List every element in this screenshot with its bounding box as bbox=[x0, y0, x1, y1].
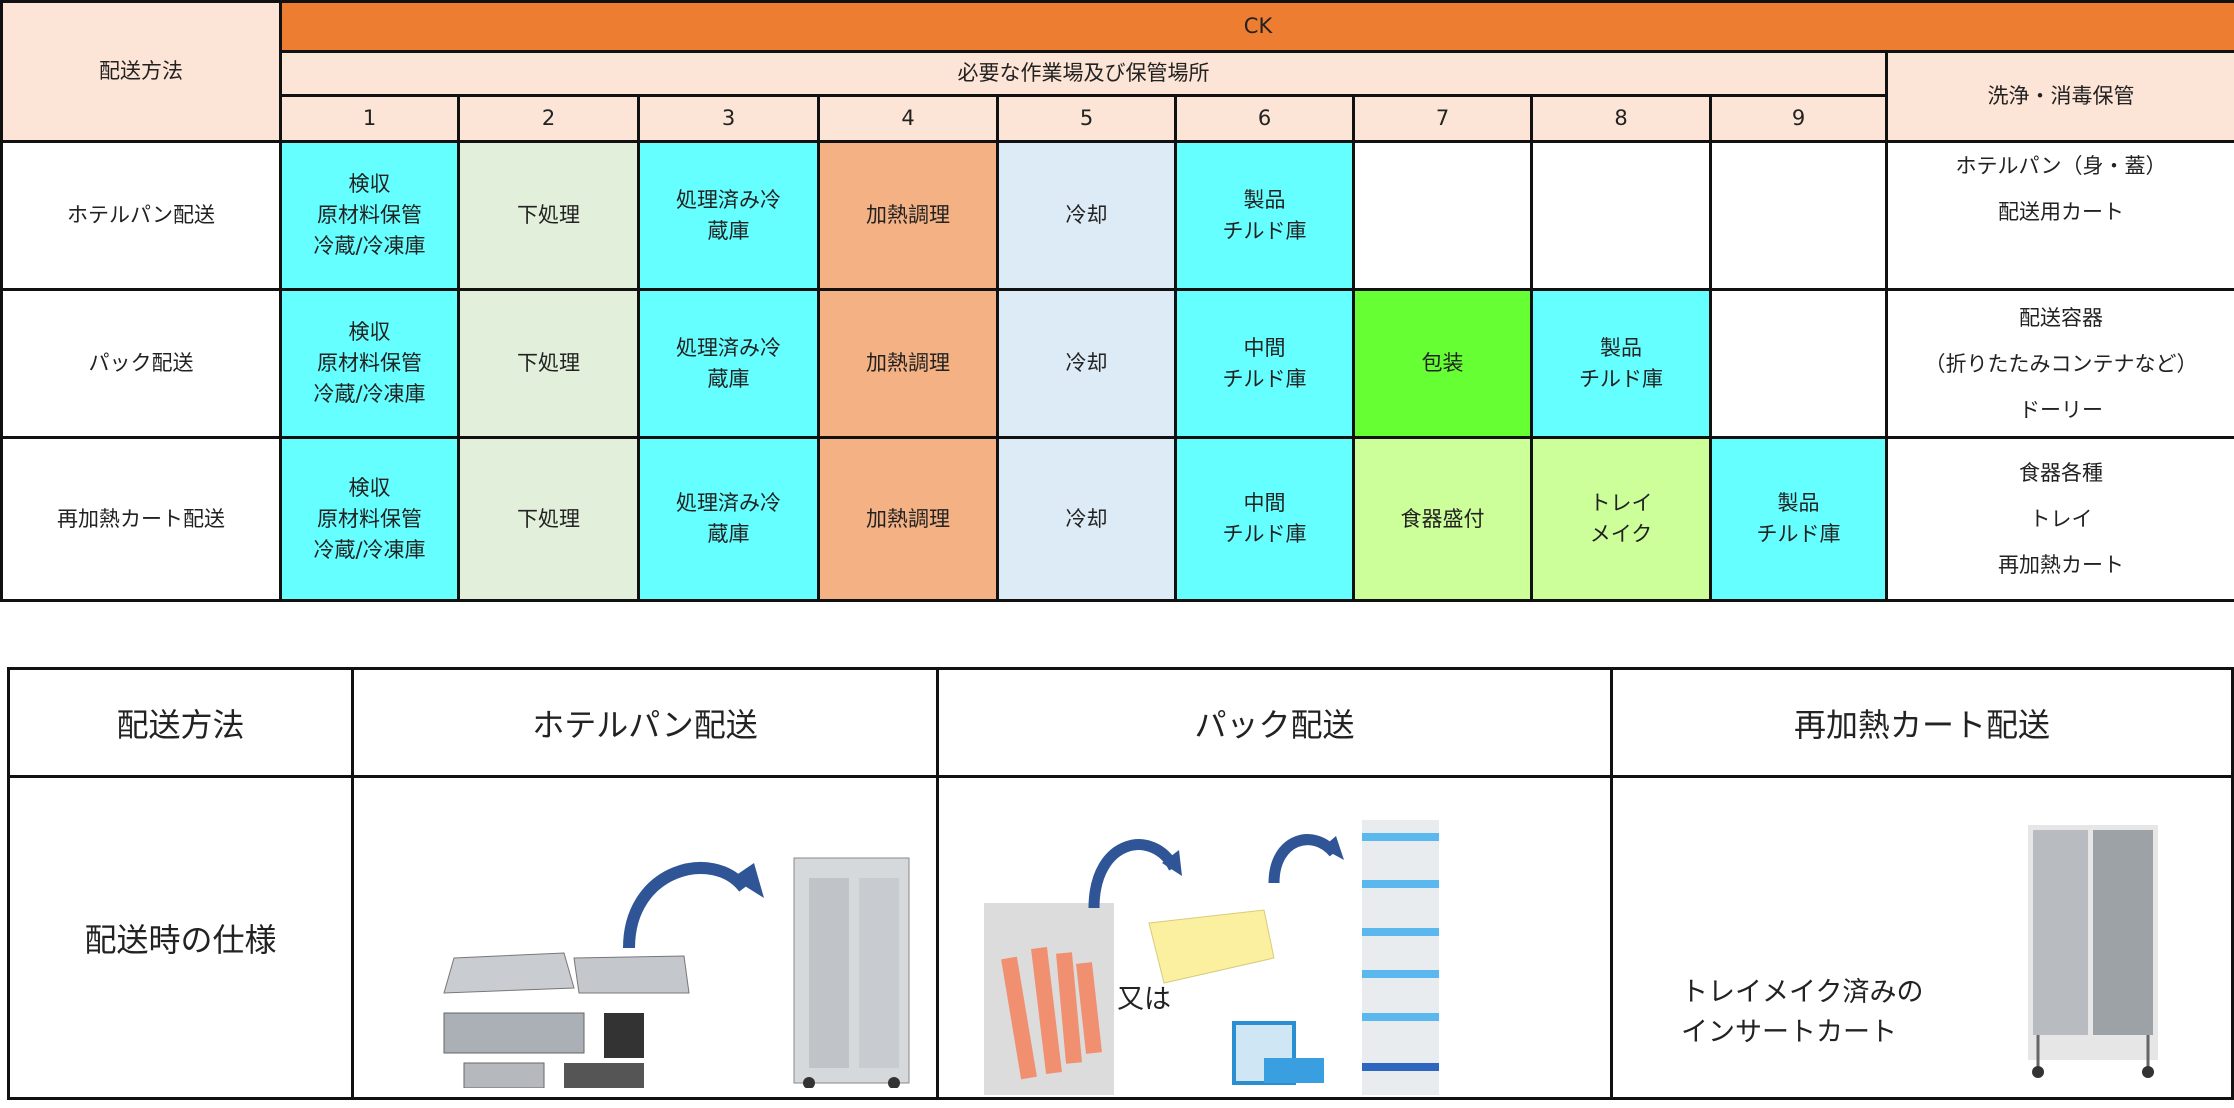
workplace-cell: 加熱調理 bbox=[817, 140, 999, 291]
workplace-cell: 処理済み冷 蔵庫 bbox=[637, 436, 820, 602]
or-label: 又は bbox=[1117, 984, 1171, 1015]
workplace-cell: 冷却 bbox=[996, 436, 1177, 602]
method-header-2: 配送方法 bbox=[7, 667, 354, 778]
container-stack-image bbox=[1362, 820, 1439, 1095]
workplace-cell: 食器盛付 bbox=[1352, 436, 1533, 602]
table-row: 再加熱カート配送検収 原材料保管 冷蔵/冷凍庫下処理処理済み冷 蔵庫加熱調理冷却… bbox=[0, 436, 2234, 602]
workplace-cell: 包装 bbox=[1352, 288, 1533, 439]
storage-cell: 食器各種 トレイ 再加熱カート bbox=[1884, 436, 2234, 602]
column-hotelpan: ホテルパン配送 bbox=[351, 667, 939, 778]
reheat-cart-caption: トレイメイク済みの インサートカート bbox=[1681, 977, 1924, 1048]
workplace-cell: 製品 チルド庫 bbox=[1174, 140, 1355, 291]
step-number: 7 bbox=[1352, 94, 1533, 143]
workplace-cell: トレイ メイク bbox=[1530, 436, 1712, 602]
workplace-cell: 製品 チルド庫 bbox=[1530, 288, 1712, 439]
workplace-cell: 冷却 bbox=[996, 140, 1177, 291]
workplace-cell: 検収 原材料保管 冷蔵/冷凍庫 bbox=[279, 288, 460, 439]
step-number: 9 bbox=[1709, 94, 1888, 143]
table-row: パック配送検収 原材料保管 冷蔵/冷凍庫下処理処理済み冷 蔵庫加熱調理冷却中間 … bbox=[0, 288, 2234, 439]
workplace-cell bbox=[1352, 140, 1533, 291]
folding-container-image bbox=[1232, 1021, 1324, 1085]
delivery-method-label: ホテルパン配送 bbox=[0, 140, 282, 291]
yellow-container-image bbox=[1148, 909, 1275, 984]
storage-cell: 配送容器 （折りたたみコンテナなど） ドーリー bbox=[1884, 288, 2234, 439]
step-number: 8 bbox=[1530, 94, 1712, 143]
reheat-spec-cell: トレイメイク済みの インサートカート bbox=[1610, 775, 2234, 1100]
workplace-cell: 処理済み冷 蔵庫 bbox=[637, 140, 820, 291]
step-number: 1 bbox=[279, 94, 460, 143]
workplace-cell: 下処理 bbox=[457, 140, 640, 291]
column-reheat-cart: 再加熱カート配送 bbox=[1610, 667, 2234, 778]
method-header: 配送方法 bbox=[0, 0, 282, 143]
column-pack: パック配送 bbox=[936, 667, 1613, 778]
workplace-cell: 加熱調理 bbox=[817, 288, 999, 439]
hotelpan-spec-cell bbox=[351, 775, 939, 1100]
workplace-cell: 処理済み冷 蔵庫 bbox=[637, 288, 820, 439]
workplace-cell: 製品 チルド庫 bbox=[1709, 436, 1888, 602]
step-number: 6 bbox=[1174, 94, 1355, 143]
step-number: 3 bbox=[637, 94, 820, 143]
step-number: 2 bbox=[457, 94, 640, 143]
workplace-cell: 下処理 bbox=[457, 436, 640, 602]
workplace-cell bbox=[1709, 140, 1888, 291]
arrow-icon bbox=[623, 862, 749, 949]
delivery-method-label: 再加熱カート配送 bbox=[0, 436, 282, 602]
workplace-cell bbox=[1530, 140, 1712, 291]
workplace-cell bbox=[1709, 288, 1888, 439]
hotelpan-images bbox=[443, 857, 910, 1088]
workplace-cell: 加熱調理 bbox=[817, 436, 999, 602]
insert-cart-image bbox=[2028, 825, 2158, 1078]
ck-header: CK bbox=[278, 0, 2234, 53]
arrow-icon bbox=[1088, 839, 1179, 909]
delivery-cart-image bbox=[793, 857, 910, 1088]
vacuum-pack-image bbox=[984, 903, 1114, 1095]
table-row: ホテルパン配送検収 原材料保管 冷蔵/冷凍庫下処理処理済み冷 蔵庫加熱調理冷却製… bbox=[0, 140, 2234, 291]
delivery-spec-table: 配送方法 ホテルパン配送 パック配送 再加熱カート配送 配送時の仕様 bbox=[7, 667, 2234, 1100]
workplace-cell: 下処理 bbox=[457, 288, 640, 439]
hotel-pan-image bbox=[443, 952, 690, 1088]
workplace-cell: 冷却 bbox=[996, 288, 1177, 439]
step-number: 4 bbox=[817, 94, 999, 143]
step-number: 5 bbox=[996, 94, 1177, 143]
workplace-cell: 検収 原材料保管 冷蔵/冷凍庫 bbox=[279, 140, 460, 291]
delivery-method-label: パック配送 bbox=[0, 288, 282, 439]
workplace-cell: 検収 原材料保管 冷蔵/冷凍庫 bbox=[279, 436, 460, 602]
workplace-cell: 中間 チルド庫 bbox=[1174, 436, 1355, 602]
spec-row-label: 配送時の仕様 bbox=[7, 775, 354, 1100]
workplace-header: 必要な作業場及び保管場所 bbox=[279, 50, 1888, 97]
storage-cell: ホテルパン（身・蓋） 配送用カート bbox=[1884, 140, 2234, 291]
storage-header: 洗浄・消毒保管 bbox=[1884, 50, 2234, 143]
workplace-cell: 中間 チルド庫 bbox=[1174, 288, 1355, 439]
pack-images bbox=[984, 820, 1439, 1095]
pack-spec-cell: 又は bbox=[936, 775, 1613, 1100]
